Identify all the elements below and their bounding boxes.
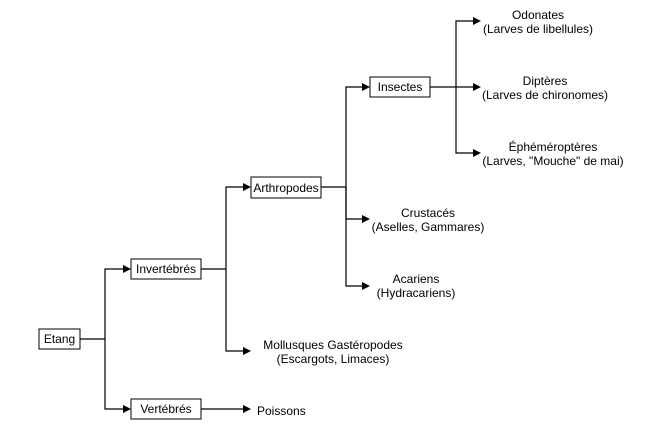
node-dipteres-name: Diptères — [523, 74, 568, 88]
arrowhead-vertebres — [123, 405, 131, 413]
node-invertebres-box — [130, 258, 202, 280]
arrowhead-poissons — [243, 405, 251, 413]
edge-insectes-odonates — [455, 20, 473, 87]
edge-etang-invertebres — [104, 268, 124, 339]
node-odonates: Odonates (Larves de libellules) — [483, 8, 593, 36]
node-dipteres-detail: (Larves de chironomes) — [482, 88, 608, 102]
node-insectes-label: Insectes — [378, 80, 423, 94]
arrowhead-acariens — [362, 282, 370, 290]
diagram-edges — [80, 17, 481, 413]
arrowhead-arthropodes — [243, 183, 251, 191]
node-acariens-name: Acariens — [393, 272, 440, 286]
arrowhead-insectes — [362, 83, 370, 91]
node-mollusques-detail: (Escargots, Limaces) — [277, 352, 390, 366]
node-ephemeropteres: Éphéméroptères (Larves, "Mouche" de mai) — [482, 139, 623, 168]
node-insectes: Insectes — [369, 76, 431, 98]
node-ephemeropteres-detail: (Larves, "Mouche" de mai) — [482, 154, 623, 168]
node-vertebres: Vertébrés — [130, 398, 202, 420]
edge-arthropodes-crustaces — [345, 187, 362, 220]
node-odonates-name: Odonates — [512, 8, 564, 22]
node-etang: Etang — [38, 328, 81, 350]
node-mollusques: Mollusques Gastéropodes (Escargots, Lima… — [263, 338, 402, 366]
node-invertebres: Invertébrés — [130, 258, 202, 280]
node-invertebres-label: Invertébrés — [136, 262, 196, 276]
edge-arthropodes-acariens — [345, 187, 362, 287]
node-arthropodes: Arthropodes — [250, 176, 322, 199]
node-ephemeropteres-name: Éphéméroptères — [509, 139, 598, 154]
edge-insectes-ephemeropteres — [455, 87, 473, 154]
arrowhead-crustaces — [362, 215, 370, 223]
node-arthropodes-label: Arthropodes — [253, 181, 318, 195]
arrowhead-invertebres — [123, 265, 131, 273]
node-acariens-detail: (Hydracariens) — [377, 286, 456, 300]
node-acariens: Acariens (Hydracariens) — [377, 272, 456, 300]
arrowhead-ephemeropteres — [473, 149, 481, 157]
edge-etang-vertebres — [104, 339, 124, 410]
arrowhead-dipteres — [473, 83, 481, 91]
edge-invertebres-mollusques — [225, 269, 243, 352]
arrowhead-odonates — [473, 17, 481, 25]
node-odonates-detail: (Larves de libellules) — [483, 22, 593, 36]
node-mollusques-name: Mollusques Gastéropodes — [263, 338, 402, 352]
node-crustaces: Crustacés (Aselles, Gammares) — [372, 206, 485, 234]
node-poissons: Poissons — [257, 404, 306, 418]
edge-invertebres-arthropodes — [225, 186, 243, 269]
node-insectes-box — [369, 76, 431, 98]
node-crustaces-detail: (Aselles, Gammares) — [372, 220, 485, 234]
arrowhead-mollusques — [243, 347, 251, 355]
node-dipteres: Diptères (Larves de chironomes) — [482, 74, 608, 102]
edge-arthropodes-insectes — [345, 86, 362, 187]
node-etang-box — [38, 328, 81, 350]
node-arthropodes-box — [250, 176, 322, 199]
node-etang-label: Etang — [44, 332, 75, 346]
node-vertebres-label: Vertébrés — [140, 402, 191, 416]
node-poissons-label: Poissons — [257, 404, 306, 418]
node-crustaces-name: Crustacés — [401, 206, 455, 220]
node-vertebres-box — [130, 398, 202, 420]
